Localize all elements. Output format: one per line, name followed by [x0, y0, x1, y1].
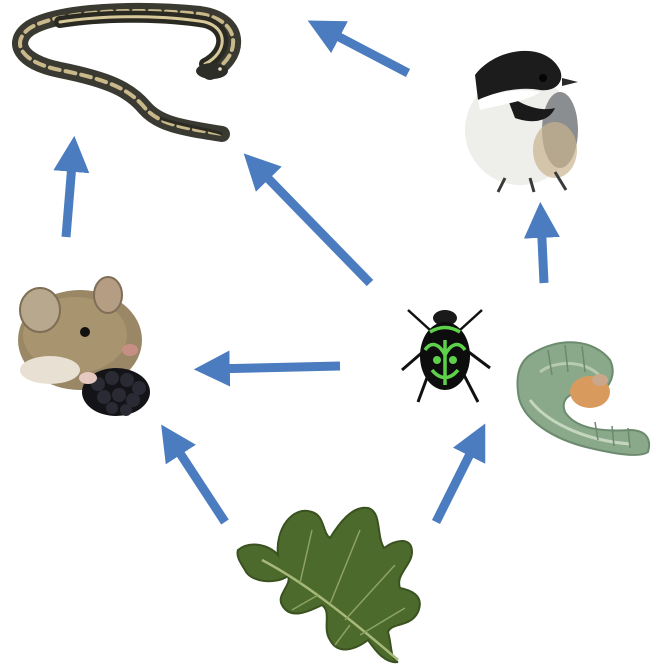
arrow-leaf-to-mouse	[170, 438, 225, 522]
chickadee-icon	[465, 51, 578, 192]
arrow-beetle-to-mouse	[210, 366, 340, 369]
oak-leaf-icon	[237, 508, 419, 662]
mouse-with-blackberry-icon	[18, 277, 150, 416]
arrow-caterpillar-to-bird	[541, 218, 544, 283]
arrow-beetle-to-snake	[255, 165, 370, 283]
garter-snake-icon	[20, 11, 233, 134]
arrow-leaf-to-beetle	[436, 438, 478, 522]
green-beetle-icon	[402, 310, 490, 402]
arrow-mouse-to-snake	[66, 152, 73, 237]
arrow-bird-to-snake	[322, 28, 408, 73]
caterpillar-icon	[518, 342, 650, 455]
